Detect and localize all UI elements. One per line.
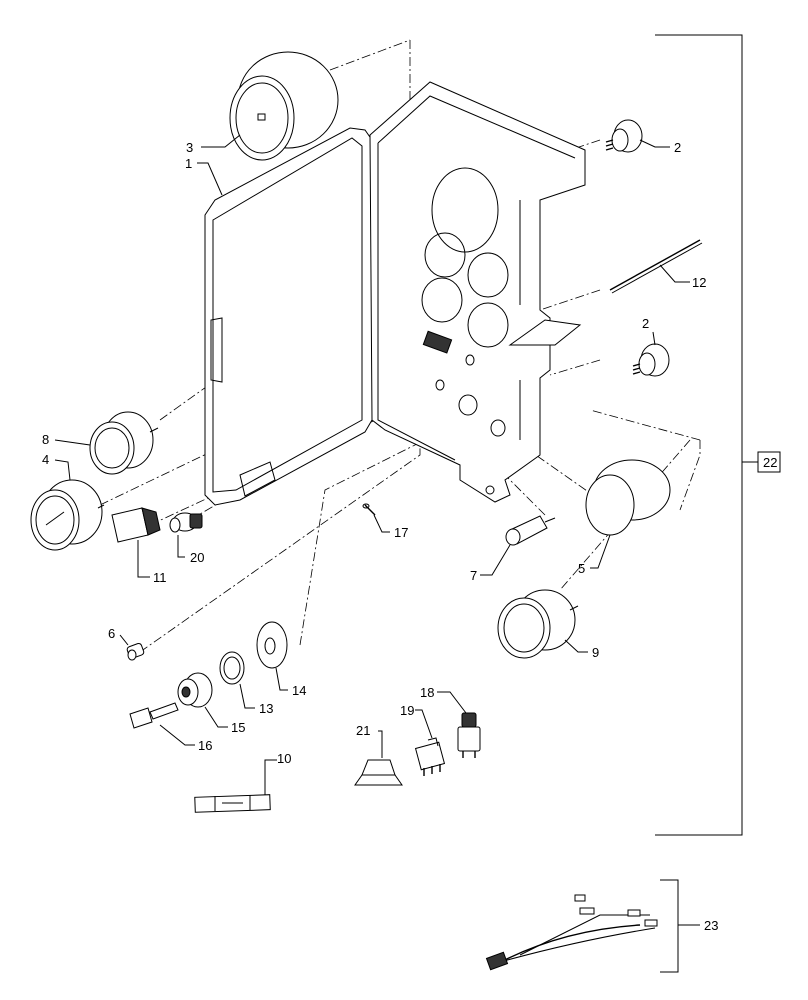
- callout-20: 20: [190, 550, 204, 565]
- small-nut: [126, 642, 145, 661]
- callout-18: 18: [420, 685, 434, 700]
- callout-21: 21: [356, 723, 370, 738]
- callout-8: 8: [42, 432, 49, 447]
- enclosure-box: [204, 81, 586, 506]
- callout-11: 11: [153, 570, 167, 585]
- callout-12: 12: [692, 275, 706, 290]
- push-switch: [169, 512, 203, 533]
- large-gauge-top: [229, 51, 339, 161]
- washer-small: [219, 651, 245, 685]
- callout-16: 16: [198, 738, 212, 753]
- callout-15: 15: [231, 720, 245, 735]
- leader-lines: [54, 134, 690, 795]
- ignition-switch: [177, 672, 213, 708]
- fuse: [194, 794, 271, 813]
- callout-23: 23: [704, 918, 718, 933]
- callout-13: 13: [259, 701, 273, 716]
- callout-17: 17: [394, 525, 408, 540]
- callout-2-lower: 2: [642, 316, 649, 331]
- callout-5: 5: [578, 561, 585, 576]
- callout-9: 9: [592, 645, 599, 660]
- callout-2-upper: 2: [674, 140, 681, 155]
- push-button: [457, 712, 481, 758]
- fuse-holder: [505, 515, 556, 546]
- wiring-harness: [485, 894, 658, 971]
- callout-6: 6: [108, 626, 115, 641]
- callout-14: 14: [292, 683, 306, 698]
- washer-large: [256, 621, 288, 669]
- callout-22: 22: [763, 455, 777, 470]
- callout-4: 4: [42, 452, 49, 467]
- bracket-22: [655, 34, 781, 836]
- callout-3: 3: [186, 140, 193, 155]
- sender-lower: [632, 343, 670, 377]
- callout-19: 19: [400, 703, 414, 718]
- gauge-medium: [30, 479, 105, 551]
- gauge-right-lower: [497, 589, 579, 659]
- bracket-23: [660, 879, 700, 973]
- rocker-switch: [111, 507, 161, 543]
- callout-1: 1: [185, 156, 192, 171]
- callouts: 3 1 2 12 2 8 4 22 11 20 17 7 5 9 6 14 13…: [42, 140, 777, 933]
- cap: [354, 759, 403, 786]
- large-gauge-right: [585, 459, 671, 536]
- callout-7: 7: [470, 568, 477, 583]
- key: [129, 702, 179, 729]
- rod: [609, 239, 703, 294]
- pin: [362, 503, 376, 516]
- callout-10: 10: [277, 751, 291, 766]
- gauge-small: [89, 411, 159, 475]
- relay: [414, 737, 446, 776]
- sender-upper: [605, 119, 643, 153]
